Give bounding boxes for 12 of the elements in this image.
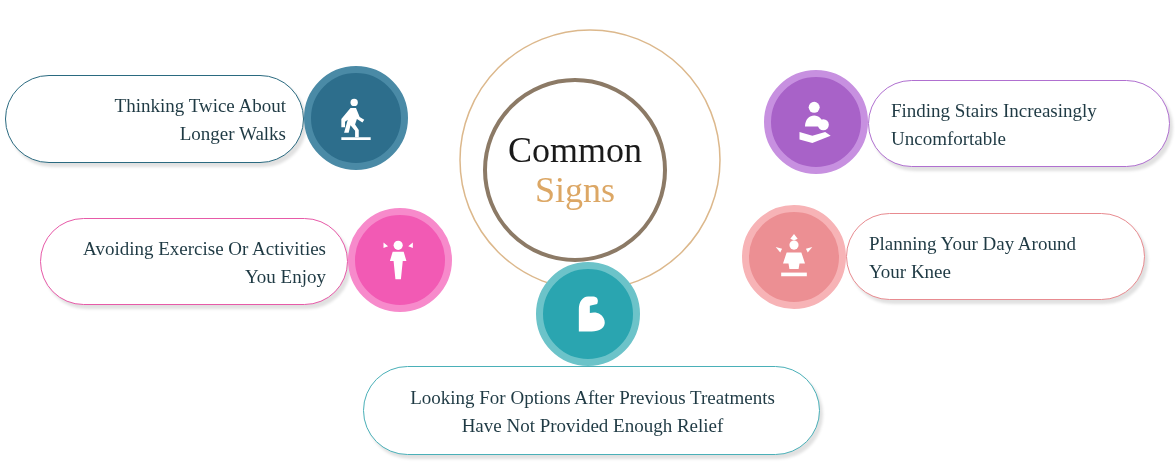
sign-card	[868, 80, 1170, 167]
sign-text: Planning Your Day Around Your Knee	[869, 232, 1077, 284]
heading-text: Common	[508, 130, 642, 170]
sign-card	[363, 366, 820, 455]
sign-card	[5, 75, 304, 163]
heading-text: Signs	[534, 170, 615, 210]
sign-text: Finding Stairs Increasingly Uncomfortable	[891, 99, 1098, 151]
sign-card	[846, 213, 1145, 300]
sign-text: Avoiding Exercise Or Activities You Enjoy	[82, 237, 326, 289]
sign-text: Thinking Twice About Longer Walks	[113, 94, 286, 146]
sign-card	[40, 218, 348, 305]
sign-text: Looking For Options After Previous Treatments Have Not Provided Enough Relief	[409, 386, 776, 438]
